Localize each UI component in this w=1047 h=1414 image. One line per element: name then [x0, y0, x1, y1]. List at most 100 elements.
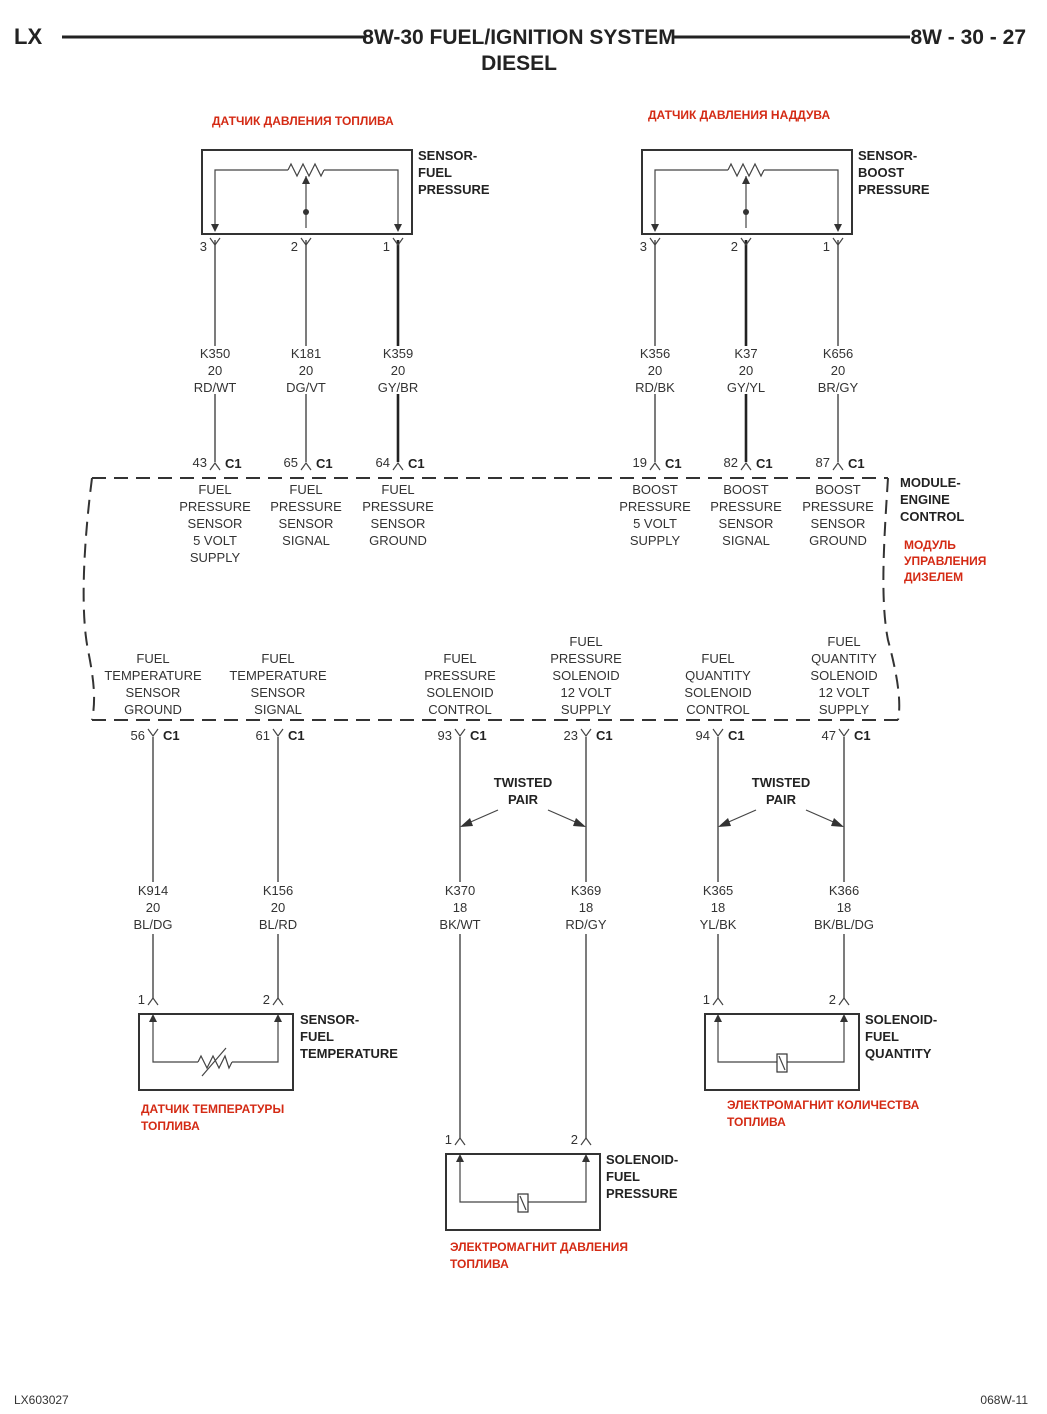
fuel-temperature-sensor	[138, 1013, 294, 1091]
ecm-function-label: GROUND	[124, 702, 182, 717]
sensor-pin-number: 3	[200, 239, 207, 254]
ecm-function-label: SIGNAL	[282, 533, 330, 548]
fuel-quantity-solenoid-ru-1: ЭЛЕКТРОМАГНИТ КОЛИЧЕСТВА	[727, 1098, 920, 1112]
fuel-temperature-sensor-ru-2: ТОПЛИВА	[141, 1119, 200, 1133]
fuel-temperature-sensor-ru-1: ДАТЧИК ТЕМПЕРАТУРЫ	[141, 1102, 284, 1116]
boost-pressure-sensor-internal-right	[764, 169, 839, 228]
pin-fork-icon	[209, 237, 221, 247]
wire-label: GY/YL	[727, 380, 765, 395]
ecm-function-label: PRESSURE	[710, 499, 782, 514]
ecm-function-label: FUEL	[381, 482, 414, 497]
wire-label: K914	[138, 883, 168, 898]
wire-label: 20	[146, 900, 160, 915]
pin-fork-icon	[838, 728, 850, 738]
pin-arrow-icon	[149, 1014, 157, 1022]
internal-right	[232, 1020, 279, 1063]
ecm-function-label: FUEL	[569, 634, 602, 649]
connector-label: C1	[756, 456, 773, 471]
ecm-function-label: SOLENOID	[810, 668, 877, 683]
ecm-function-label: FUEL	[289, 482, 322, 497]
sensor-pin-number: 2	[291, 239, 298, 254]
boost-pressure-sensor-box	[641, 149, 853, 235]
pin-fork-icon	[392, 237, 404, 247]
ecm-pin-number: 43	[193, 455, 207, 470]
ecm-function-label: PRESSURE	[179, 499, 251, 514]
fuel-quantity-solenoid-name-3: QUANTITY	[865, 1046, 932, 1061]
wire-label: K365	[703, 883, 733, 898]
wire-label: YL/BK	[700, 917, 737, 932]
sensor-pin-number: 3	[640, 239, 647, 254]
arrow-head-icon	[573, 818, 586, 827]
fuel-pressure-solenoid-name-2: FUEL	[606, 1169, 640, 1184]
wire-label: RD/BK	[635, 380, 675, 395]
header-right: 8W - 30 - 27	[910, 26, 1026, 49]
ecm-function-label: SUPPLY	[819, 702, 870, 717]
ecm-function-label: 12 VOLT	[560, 685, 611, 700]
ecm-function-label: SENSOR	[811, 516, 866, 531]
arrow-head-icon	[831, 818, 844, 827]
ecm-function-label: GROUND	[369, 533, 427, 548]
wire-label: 20	[391, 363, 405, 378]
connector-label: C1	[288, 728, 305, 743]
ecm-function-label: SUPPLY	[190, 550, 241, 565]
connector-label: C1	[848, 456, 865, 471]
potentiometer-icon	[727, 162, 765, 178]
internal-left	[717, 1020, 777, 1063]
ecm-function-label: SOLENOID	[684, 685, 751, 700]
fuel-pressure-solenoid	[445, 1153, 601, 1231]
header-subtitle: DIESEL	[481, 52, 557, 75]
pin-fork-icon	[649, 461, 661, 471]
pin-fork-icon	[580, 1136, 592, 1146]
fuel-pressure-sensor-internal-right	[324, 169, 399, 228]
fuel-pressure-sensor-name-3: PRESSURE	[418, 182, 490, 197]
device-pin-number: 2	[263, 992, 270, 1007]
twisted-pair-1-line-2: PAIR	[508, 792, 539, 807]
pin-fork-icon	[832, 461, 844, 471]
ecm-function-label: FUEL	[261, 651, 294, 666]
pin-fork-icon	[300, 237, 312, 247]
ecm-function-label: PRESSURE	[270, 499, 342, 514]
junction-dot	[743, 209, 749, 215]
device-pin-number: 1	[445, 1132, 452, 1147]
internal-right	[787, 1020, 845, 1063]
wire-label: 20	[831, 363, 845, 378]
wire-label: 20	[271, 900, 285, 915]
fuel-pressure-sensor-box	[201, 149, 413, 235]
pin-fork-icon	[272, 728, 284, 738]
coil-mark	[778, 1055, 786, 1071]
internal-right	[528, 1160, 587, 1203]
fuel-quantity-solenoid-ru-2: ТОПЛИВА	[727, 1115, 786, 1129]
ecm-function-label: CONTROL	[428, 702, 492, 717]
device-pin-number: 1	[703, 992, 710, 1007]
wire-label: K656	[823, 346, 853, 361]
wire-label: BK/WT	[439, 917, 480, 932]
wire-label: BK/BL/DG	[814, 917, 874, 932]
ecm-pin-number: 61	[256, 728, 270, 743]
boost-pressure-sensor-internal-left	[654, 169, 728, 228]
wire-label: RD/GY	[565, 917, 607, 932]
wire-label: K359	[383, 346, 413, 361]
pin-fork-icon	[838, 996, 850, 1006]
engine-control-module	[82, 477, 901, 721]
ecm-pin-number: 87	[816, 455, 830, 470]
wire-label: K370	[445, 883, 475, 898]
ecm-pin-number: 93	[438, 728, 452, 743]
wire-label: K181	[291, 346, 321, 361]
ecm-pin-number: 65	[284, 455, 298, 470]
pin-fork-icon	[454, 1136, 466, 1146]
ecm-ru-2: УПРАВЛЕНИЯ	[904, 554, 986, 568]
twisted-pair-2-line-2: PAIR	[766, 792, 797, 807]
fuel-quantity-solenoid-name-1: SOLENOID-	[865, 1012, 937, 1027]
device-pin-number: 2	[829, 992, 836, 1007]
fuel-quantity-solenoid	[704, 1013, 860, 1091]
pin-arrow-icon	[274, 1014, 282, 1022]
ecm-function-label: PRESSURE	[619, 499, 691, 514]
fuel-pressure-solenoid-name-1: SOLENOID-	[606, 1152, 678, 1167]
ecm-function-label: SENSOR	[126, 685, 181, 700]
